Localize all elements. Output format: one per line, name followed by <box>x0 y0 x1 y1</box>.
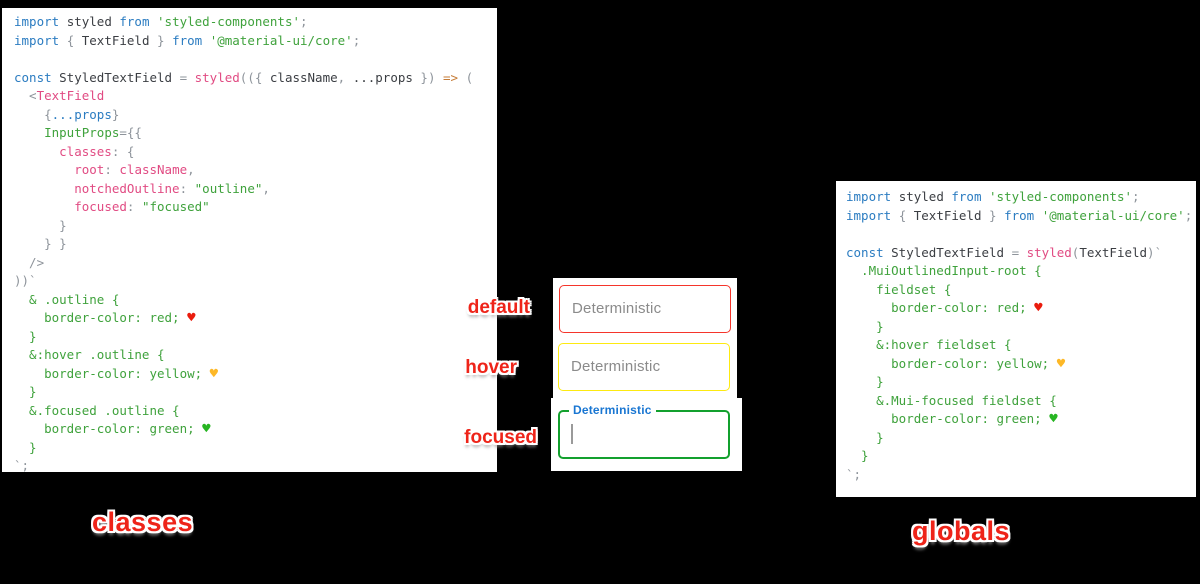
code-line: InputProps={{ <box>44 125 142 140</box>
textfield-default[interactable]: Deterministic <box>559 285 731 333</box>
code-line: .MuiOutlinedInput-root { <box>846 263 1042 278</box>
code-line: import styled from 'styled-components'; <box>846 189 1140 204</box>
code-line <box>14 50 497 69</box>
code-line: border-color: red; ♥ <box>14 310 196 326</box>
code-line: `; <box>846 466 862 482</box>
code-line: &.Mui-focused fieldset { <box>846 392 1057 408</box>
textfield-focused[interactable]: Deterministic <box>558 403 730 459</box>
code-line: } <box>846 448 869 463</box>
code-line: classes: { <box>59 143 135 159</box>
code-line: } <box>846 374 884 389</box>
code-line: &.focused .outline { <box>14 402 180 418</box>
state-label-focused: focused <box>464 427 537 448</box>
code-line: border-color: yellow; ♥ <box>846 355 1066 372</box>
caption-classes: classes <box>92 507 194 537</box>
code-line: } <box>846 318 884 334</box>
code-line: ))` <box>14 273 37 288</box>
textfield-placeholder: Deterministic <box>572 300 662 317</box>
caption-globals: globals <box>912 516 1011 546</box>
code-line: border-color: green; ♥ <box>846 411 1058 427</box>
code-line: {...props} <box>14 106 120 122</box>
code-line: &:hover .outline { <box>14 347 165 362</box>
code-line: import { TextField } from '@material-ui/… <box>846 207 1193 223</box>
textfield-placeholder: Deterministic <box>571 358 661 375</box>
textfield-hover[interactable]: Deterministic <box>558 343 730 391</box>
state-label-hover: hover <box>465 357 517 378</box>
code-line: const StyledTextField = styled(TextField… <box>846 244 1163 260</box>
state-label-default: default <box>467 297 530 318</box>
code-line: const StyledTextField = styled(({ classN… <box>14 69 474 85</box>
code-line: &:hover fieldset { <box>846 337 1012 352</box>
code-line: } <box>846 429 884 445</box>
code-panel-globals: import styled from 'styled-components'; i… <box>836 181 1196 497</box>
code-line: border-color: red; ♥ <box>846 300 1043 316</box>
code-line: & .outline { <box>14 291 120 307</box>
code-line: border-color: yellow; ♥ <box>14 365 219 382</box>
code-line: } <box>14 384 37 399</box>
code-line: } <box>14 217 67 233</box>
code-line: <TextField <box>14 88 105 103</box>
code-line: } } <box>14 236 67 251</box>
code-line: root: className, <box>74 162 195 177</box>
text-cursor-icon <box>571 424 573 444</box>
code-line: border-color: green; ♥ <box>14 421 211 437</box>
code-line: fieldset { <box>846 281 952 297</box>
code-line: /> <box>14 254 45 270</box>
code-line: focused: "focused" <box>74 199 210 214</box>
code-line: } <box>14 328 37 344</box>
code-panel-classes: import styled from 'styled-components'; i… <box>2 8 497 472</box>
code-line: import styled from 'styled-components'; <box>14 14 308 29</box>
code-line: `; <box>14 458 30 472</box>
code-line: } <box>14 439 37 455</box>
code-line: import { TextField } from '@material-ui/… <box>14 32 361 48</box>
code-line <box>846 225 1196 244</box>
textfield-floating-label: Deterministic <box>569 403 656 417</box>
code-line: notchedOutline: "outline", <box>74 180 270 196</box>
